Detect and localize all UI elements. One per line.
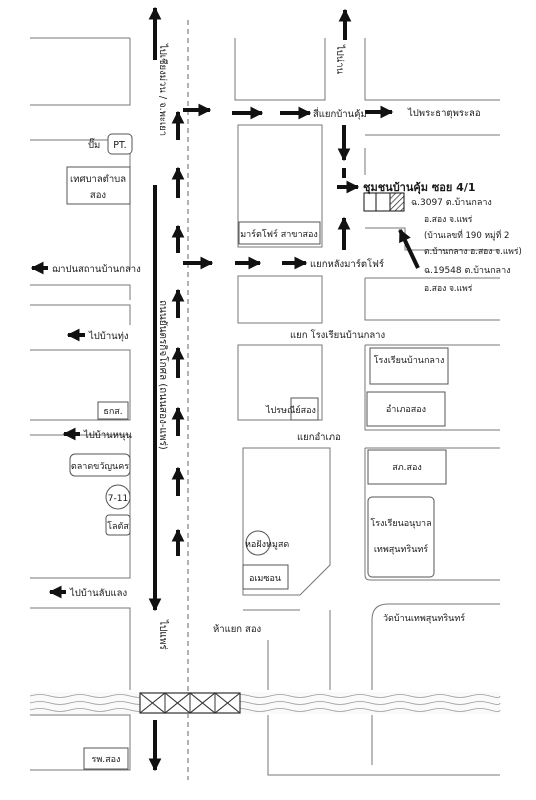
seven-eleven-circle [105, 484, 131, 510]
mart-box [238, 221, 321, 245]
pt-station-box [107, 133, 133, 155]
property-title: ชุมชนบ้านคุ้ม ซอย 4/1 [363, 181, 476, 195]
school-box [369, 347, 449, 385]
north-road-label: ไปเชียงม่วน / จ.พะเยา [157, 43, 169, 136]
south-road-label: ไปแพร่ [157, 619, 169, 650]
deed2-line2: อ.สอง จ.แพร่ [424, 284, 473, 294]
bridge [139, 692, 241, 714]
pt-prefix: ปั๊ม [88, 137, 100, 151]
deed1-line1: ฉ.3097 ต.บ้านกลาง [411, 197, 492, 208]
junction-market: ห้าแยก สอง [213, 624, 261, 635]
baac-label: ธกส. [103, 407, 122, 417]
district-office-label: อำเภอสอง [386, 404, 426, 415]
kindergarten-box [367, 496, 435, 578]
mart-label: มาร์ตโฟร์ สาขาสอง [240, 228, 318, 240]
post-office-box [290, 397, 319, 421]
post-office-label: ไปรษณีย์สอง [265, 404, 316, 416]
school-label: โรงเรียนบ้านกลาง [374, 355, 445, 366]
pt-station: PT. [113, 140, 126, 151]
deed1-line3: (บ้านเลขที่ 190 หมู่ที่ 2 [424, 229, 509, 241]
property-marker [363, 192, 405, 212]
market-box [69, 453, 131, 477]
municipality-line1: เทศบาลตำบล [70, 174, 126, 185]
baac-box [97, 401, 129, 420]
municipality-box [66, 166, 131, 205]
water-tower-circle [245, 530, 271, 556]
police-label: สภ.สอง [392, 463, 422, 473]
arrow-deed2 [398, 228, 420, 269]
district-office-box [366, 391, 446, 427]
river [29, 692, 501, 714]
junction-school: แยก โรงเรียนบ้านกลาง [290, 329, 385, 341]
police-box [367, 449, 447, 485]
amezon-label: อเมซอน [249, 574, 281, 584]
hospital-label: รพ.สอง [92, 755, 121, 765]
hospital-box [83, 747, 129, 770]
deed1-line2: อ.สอง จ.แพร่ [424, 215, 473, 225]
seven-eleven-label: 7-11 [108, 494, 128, 504]
direction-phra-that: ไปพระธาตุพระลอ [407, 107, 481, 119]
municipality-line2: สอง [90, 190, 106, 201]
direction-forest: ฌาปนสถานบ้านกลาง [52, 264, 141, 275]
amezon-box [242, 564, 289, 590]
direction-ban-lap-laeng: ไปบ้านลับแลง [69, 587, 127, 599]
direction-ban-thung: ไปบ้านทุ่ง [88, 330, 129, 342]
junction-behind-mart: แยกหลังมาร์ตโฟร์ [310, 258, 384, 270]
water-tower-label: หอฝังหมูสด [245, 540, 289, 550]
direction-ban-nun: ไปบ้านหนุน [83, 429, 132, 441]
deed2-line1: ฉ.19548 ต.บ้านกลาง [424, 265, 511, 276]
lotus-label: โลตัส [107, 521, 129, 532]
junction-district: แยกอำเภอ [297, 432, 341, 443]
deed1-line4: ต.บ้านกลาง อ.สอง จ.แพร่) [424, 246, 522, 257]
temple-label: วัดบ้านเทพสุนทรินทร์ [383, 612, 465, 624]
main-road-label: ถนนยันตรกิจโกศล (ถนนสอง-แพร่) [157, 300, 170, 450]
junction-four-way: สี่แยกบ้านคุ้ม [313, 107, 367, 120]
top-right-road-label: ไปน่าน [334, 44, 346, 75]
lotus-box [105, 514, 131, 536]
kindergarten-line2: เทพสุนทรินทร์ [374, 543, 428, 555]
kindergarten-line1: โรงเรียนอนุบาล [370, 518, 431, 529]
market-label: ตลาดขวัญนคร [71, 462, 129, 472]
